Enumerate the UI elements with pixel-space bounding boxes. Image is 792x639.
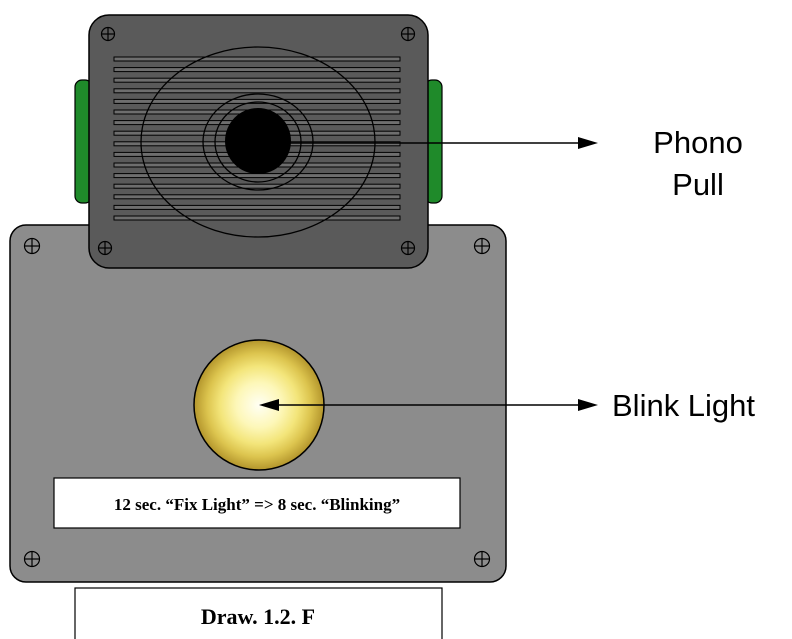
housing-screw-top-right [400,26,416,42]
speaker-ring-outer [140,46,376,238]
grille-slot [113,56,401,62]
phono-pull-arrow-icon [258,137,598,149]
grille-slot [113,88,401,94]
panel-screw-bottom-right [473,550,491,568]
grille-slot [113,67,401,73]
grille-slot [113,215,401,221]
caption-text: Draw. 1.2. F [201,604,315,629]
panel-note-text: 12 sec. “Fix Light” => 8 sec. “Blinking” [114,495,400,514]
housing-screw-top-left [100,26,116,42]
grille-slot [113,77,401,83]
grille-slot [113,183,401,189]
housing-screw-bottom-left [97,240,113,256]
blink-light-label: Blink Light [612,388,755,423]
grille-slot [113,194,401,200]
housing-screw-bottom-right [400,240,416,256]
speaker-ring-inner [214,101,302,183]
blink-light-arrow-icon [259,399,598,411]
panel-note-box [53,477,461,529]
caption-box [74,587,443,639]
grille-slot [113,204,401,210]
speaker-ring-middle [202,93,314,191]
phono-pull-knob[interactable] [225,108,291,174]
panel-screw-bottom-left [23,550,41,568]
grille-slot [113,173,401,179]
phono-pull-label-line1: Phono [653,125,743,160]
panel-screw-top-left [23,237,41,255]
phono-pull-label-line2: Pull [672,167,724,202]
panel-screw-top-right [473,237,491,255]
